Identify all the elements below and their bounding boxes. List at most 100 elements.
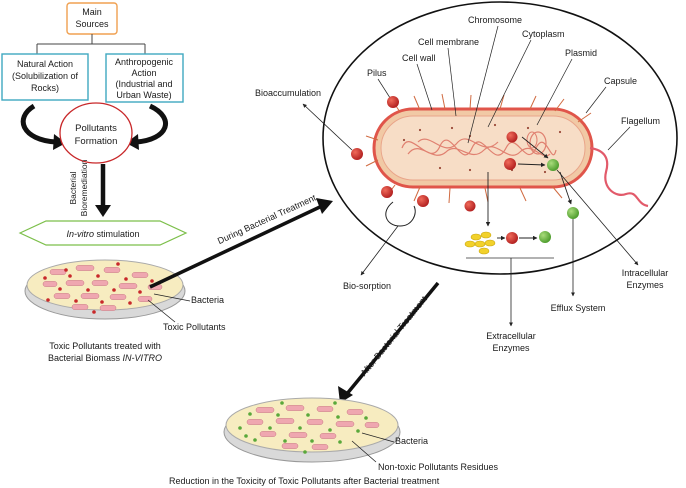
main-sources-label-1: Main (82, 7, 102, 17)
invitro-stimulation-banner: In-vitro stimulation (18, 220, 188, 246)
invitro-rest: stimulation (94, 229, 140, 239)
cytoplasm-dot (402, 138, 406, 142)
plasmid-ring-2 (526, 131, 538, 149)
cytoplasm-dot (543, 170, 547, 174)
bacterium-rod (259, 431, 277, 437)
red-dot-bottom-mid (417, 195, 429, 207)
pollutants-label-2: Formation (75, 136, 118, 147)
cell-wall-label: Cell wall (402, 53, 436, 63)
extracellular-label-1: Extracellular (486, 331, 536, 341)
anthropogenic-label-1: Anthropogenic (115, 57, 174, 67)
bacterium-rod (71, 304, 89, 310)
nontoxic-dot (333, 401, 337, 405)
intracellular-pointer (556, 169, 639, 266)
biosorption-label: Bio-sorption (343, 281, 391, 291)
green-dot-efflux (567, 207, 579, 219)
bioremediation-arrowhead (95, 205, 111, 217)
bioremediation-label-1: Bacterial (68, 171, 78, 204)
bacterium-rod (346, 409, 364, 415)
red-dot-left (351, 148, 363, 160)
toxic-dot (92, 310, 96, 314)
biosorption-pointer (360, 225, 399, 276)
natural-curved-arrow (20, 103, 57, 145)
nontoxic-dot (268, 426, 272, 430)
toxic-dot (58, 287, 62, 291)
capsule-label: Capsule (604, 76, 637, 86)
bioaccumulation-pointer (302, 103, 353, 151)
cytoplasm-dot (438, 166, 442, 170)
dish1-toxic-label: Toxic Pollutants (163, 322, 226, 332)
dish1-toxic-dots (43, 262, 154, 314)
dish2-bacteria-pointer (361, 432, 395, 443)
main-sources-box: Main Sources (66, 2, 118, 35)
bioremediation-label-2: Bioremediation (79, 159, 89, 216)
chromosome-label: Chromosome (468, 15, 522, 25)
plasmid-pointer (536, 58, 573, 126)
bacterium-rod (65, 280, 85, 286)
cytoplasm-dot (450, 126, 454, 130)
dish2-caption: Reduction in the Toxicity of Toxic Pollu… (169, 476, 440, 486)
dish1-caption-1: Toxic Pollutants treated with (49, 341, 161, 351)
red-dot-top (387, 96, 399, 108)
red-dot-inside (504, 158, 516, 170)
bacterium-rod (131, 272, 149, 278)
toxic-dot (43, 276, 47, 280)
pollutants-formation-circle: Pollutants Formation (59, 102, 133, 164)
cytoplasm-dots (402, 123, 562, 174)
bacterium-rod (364, 422, 380, 428)
cytoplasm-dot (468, 168, 472, 172)
red-dot-below (464, 200, 476, 212)
chromosome-pointer (467, 25, 499, 144)
toxic-dot (68, 274, 72, 278)
anthropogenic-label-3: (Industrial and (115, 79, 172, 89)
toxic-dot (46, 298, 50, 302)
after-treatment-arrow (344, 281, 440, 397)
nontoxic-dot (248, 412, 252, 416)
nontoxic-dot (364, 416, 368, 420)
cytoplasm-dot (418, 128, 422, 132)
bacterium-rod (118, 283, 138, 289)
bacterium-rod (91, 280, 109, 286)
bacterium-rod (335, 421, 355, 427)
anthro-curved-arrow (135, 103, 168, 145)
bacterium-rod (42, 281, 58, 287)
plasmid-label: Plasmid (565, 48, 597, 58)
dish1-bacteria-pointer (153, 293, 191, 302)
dish2-bacteria-label: Bacteria (395, 436, 428, 446)
during-treatment-arrowhead (316, 198, 333, 214)
after-treatment-arrowhead (338, 386, 353, 403)
efflux-label: Efflux System (551, 303, 606, 313)
toxic-dot (96, 274, 100, 278)
toxic-dot (74, 299, 78, 303)
bacterium-rod (109, 294, 127, 300)
nontoxic-dot (356, 429, 360, 433)
bacterium-rod (103, 267, 121, 273)
arrow-membrane-red (521, 136, 549, 159)
nontoxic-dot (298, 426, 302, 430)
svg-text:Bacterial Biomass IN-VITRO: Bacterial Biomass IN-VITRO (48, 353, 162, 363)
dish2-nontoxic-pointer (351, 440, 377, 463)
bacterium-rod (288, 432, 308, 438)
arrow-efflux-out (559, 171, 572, 205)
anthropogenic-label-2: Action (131, 68, 156, 78)
natural-action-box: Natural Action (Solubilization of Rocks) (1, 53, 89, 101)
nontoxic-dot (280, 401, 284, 405)
bacterium-rod (306, 419, 324, 425)
nontoxic-dot (310, 439, 314, 443)
toxic-dot (116, 262, 120, 266)
toxic-dot (150, 279, 154, 283)
red-dot-membrane (506, 131, 518, 143)
cell-labels: Chromosome Cytoplasm Cell membrane Cell … (367, 15, 660, 151)
chromosome-squiggle (401, 138, 557, 157)
extracellular-enzyme-cluster (464, 231, 496, 255)
anthropogenic-action-box: Anthropogenic Action (Industrial and Urb… (105, 53, 184, 103)
nontoxic-dot (306, 413, 310, 417)
toxic-dot (86, 288, 90, 292)
red-dot-enzymes (506, 232, 518, 244)
cell-wall-pointer (416, 63, 433, 111)
svg-text:In-vitro stimulation: In-vitro stimulation (66, 229, 139, 239)
bacterium-rod (285, 405, 305, 411)
green-dot-inside (547, 159, 559, 171)
after-treatment-label: After Bacterial Treatment (358, 294, 429, 378)
intracellular-label-2: Enzymes (626, 280, 664, 290)
